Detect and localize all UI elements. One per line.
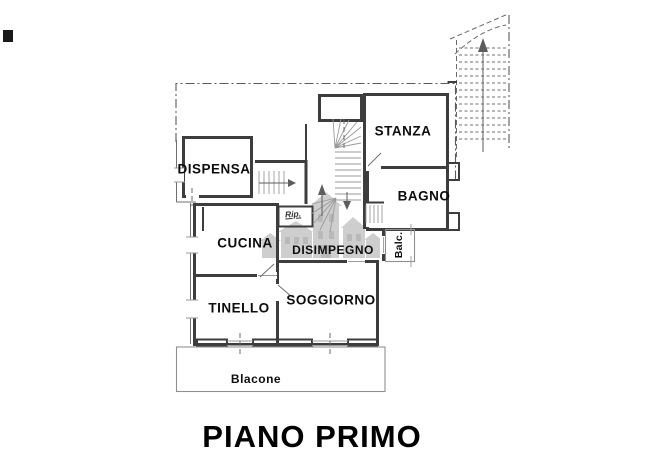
hall-staircase [258, 171, 296, 194]
room-label-disimpegno: DISIMPEGNO [292, 243, 374, 257]
page-title: PIANO PRIMO [202, 419, 422, 454]
soggiorno-walls [276, 260, 379, 346]
stair-landing-block [318, 94, 363, 122]
room-label-cucina: CUCINA [217, 235, 273, 251]
room-label-soggiorno: SOGGIORNO [286, 292, 376, 308]
watermark-logo [260, 192, 382, 258]
stair-down-arrow-icon [343, 201, 351, 210]
room-label-stanza: STANZA [374, 123, 432, 139]
main-staircase [310, 118, 383, 233]
up-arrow-icon [478, 38, 488, 52]
room-label-tinello: TINELLO [208, 300, 270, 316]
room-label-bagno: BAGNO [397, 188, 451, 204]
hall-stair-arrow-icon [288, 179, 296, 187]
ripostiglio-walls [277, 205, 314, 228]
room-label-balcone-small: Balc. [393, 231, 405, 259]
scan-artifact [3, 30, 13, 42]
external-staircase [447, 13, 510, 158]
stair-up-arrow-icon [318, 184, 326, 195]
balcony-bottom-outline [175, 346, 386, 393]
south-wall [196, 333, 378, 356]
room-label-ripostiglio: Rip. [284, 208, 302, 220]
room-label-dispensa: DISPENSA [177, 161, 251, 177]
room-label-balcone-bottom: Blacone [230, 372, 282, 386]
balcony-side-outline [384, 224, 416, 267]
stair-treads [335, 151, 361, 201]
dispensa-walls [182, 136, 253, 198]
roof-outline [175, 82, 457, 181]
